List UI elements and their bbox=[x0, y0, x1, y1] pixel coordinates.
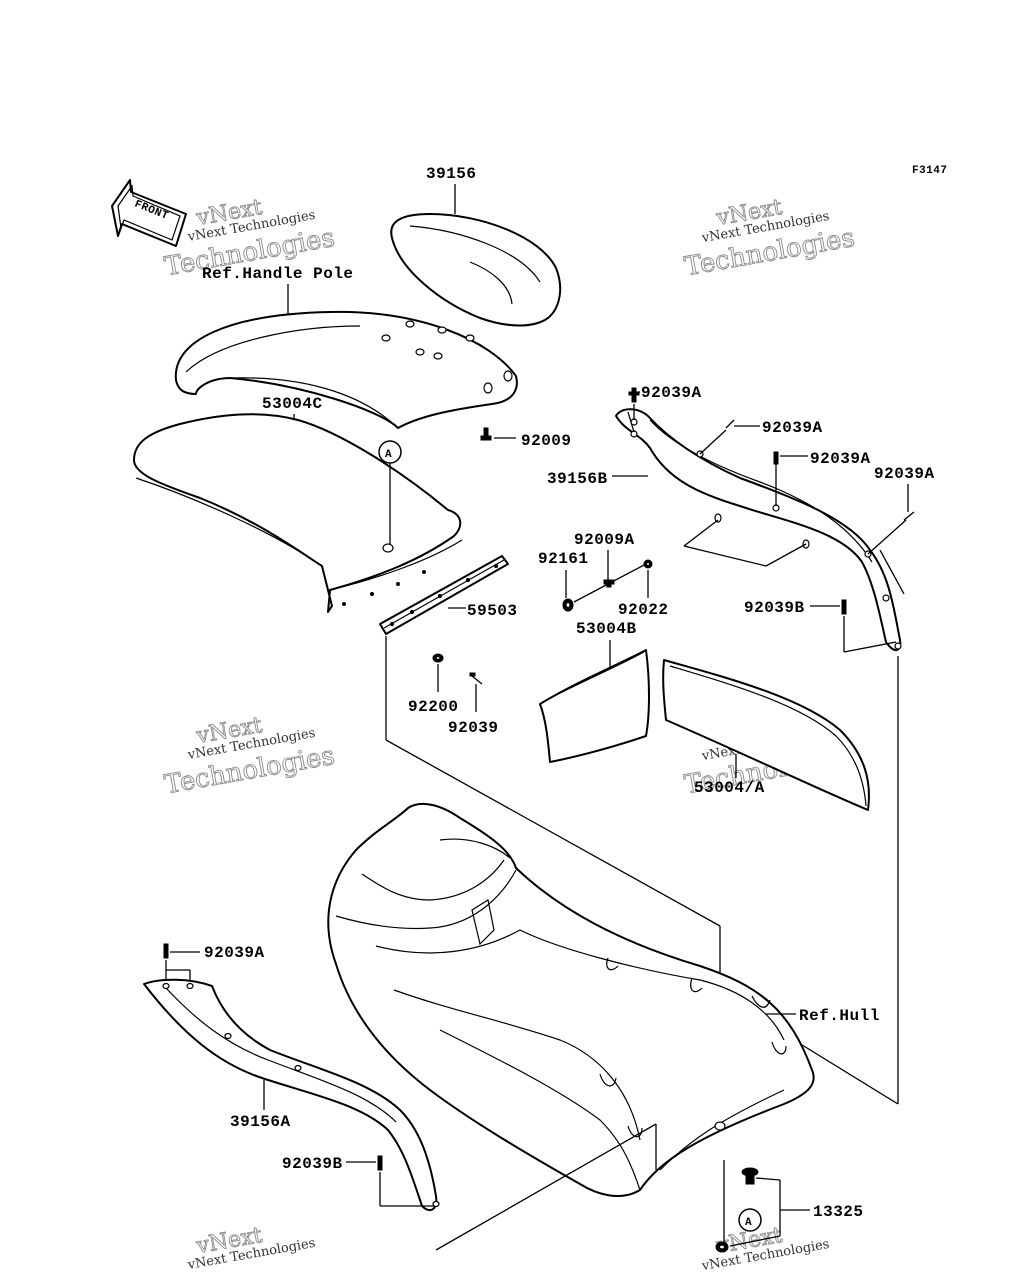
leader-hardware-axis bbox=[573, 563, 647, 603]
rail-39156A bbox=[143, 978, 440, 1212]
rivet-92039A-3-icon bbox=[773, 451, 779, 465]
watermark-top-right: vNext vNext Technologies Technologies bbox=[682, 195, 858, 283]
leader-92039A-4b bbox=[867, 519, 907, 555]
label-92039A-5: 92039A bbox=[204, 944, 265, 962]
leader-rail-bracket-a bbox=[683, 545, 767, 567]
leader-92039B-1c bbox=[843, 641, 897, 653]
label-92009: 92009 bbox=[521, 432, 572, 450]
svg-text:A: A bbox=[745, 1217, 752, 1229]
label-92200: 92200 bbox=[408, 698, 459, 716]
washer-92200-icon bbox=[432, 653, 444, 663]
label-92039B-2: 92039B bbox=[282, 1155, 343, 1173]
label-53004C: 53004C bbox=[262, 395, 323, 413]
leader-92039A-2b bbox=[699, 429, 727, 455]
label-53004A: 53004/A bbox=[694, 779, 765, 797]
washer-92022-icon bbox=[643, 559, 653, 569]
rail-39156B bbox=[615, 408, 902, 651]
mat-53004B bbox=[539, 649, 650, 763]
label-92039A-3: 92039A bbox=[810, 450, 871, 468]
leader-rail-bracket-c bbox=[765, 543, 807, 567]
mat-53004C bbox=[133, 413, 463, 613]
marker-a-bottom: A bbox=[738, 1208, 762, 1232]
leader-92039A-1c bbox=[627, 411, 635, 433]
leader-92039A-4c bbox=[879, 549, 905, 595]
leader-13325-c bbox=[729, 1235, 781, 1247]
leader-13325-a bbox=[755, 1177, 781, 1181]
figure-code: F3147 bbox=[912, 165, 948, 177]
rivet-92039A-4-icon bbox=[903, 511, 915, 521]
rivet-92039A-5-icon bbox=[163, 943, 169, 959]
nut-92161-icon bbox=[562, 598, 574, 612]
handle-pole-cover bbox=[174, 310, 518, 429]
watermark-mid-left: vNext vNext Technologies Technologies bbox=[162, 713, 338, 801]
screw-92009-icon bbox=[480, 427, 492, 441]
label-39156A: 39156A bbox=[230, 1113, 291, 1131]
part-39156-pad bbox=[390, 213, 562, 327]
hull bbox=[327, 802, 815, 1197]
label-92039A-1: 92039A bbox=[641, 384, 702, 402]
leader-strip-diagonal bbox=[385, 739, 721, 927]
label-92009A: 92009A bbox=[574, 531, 635, 549]
label-92039: 92039 bbox=[448, 719, 499, 737]
label-39156: 39156 bbox=[426, 165, 477, 183]
leader-left-rail-to-hull bbox=[435, 1123, 657, 1251]
label-92022: 92022 bbox=[618, 601, 669, 619]
label-92039A-4: 92039A bbox=[874, 465, 935, 483]
label-59503: 59503 bbox=[467, 602, 518, 620]
mat-53004A bbox=[662, 659, 870, 811]
label-92161: 92161 bbox=[538, 550, 589, 568]
rivet-92039B-2-icon bbox=[377, 1155, 383, 1171]
strip-59503 bbox=[379, 555, 509, 635]
leader-right-rail-to-hull bbox=[793, 1039, 899, 1105]
label-39156B: 39156B bbox=[547, 470, 608, 488]
rivet-92039B-1-icon bbox=[841, 599, 847, 615]
label-ref-hull: Ref.Hull bbox=[799, 1007, 880, 1025]
label-92039B-1: 92039B bbox=[744, 599, 805, 617]
rivet-92039-icon bbox=[469, 672, 483, 685]
leader-rail-bracket-b bbox=[683, 519, 719, 547]
front-arrow-icon: FRONT bbox=[111, 179, 187, 247]
marker-a-top: A bbox=[378, 440, 402, 544]
rivet-92039A-2-icon bbox=[725, 419, 735, 429]
rivet-92039A-1-icon bbox=[628, 387, 640, 403]
watermark-bottom-left: vNext vNext Technologies bbox=[186, 1223, 317, 1274]
label-13325: 13325 bbox=[813, 1203, 864, 1221]
svg-text:A: A bbox=[385, 449, 392, 461]
label-ref-handle-pole: Ref.Handle Pole bbox=[202, 265, 354, 283]
bolt-13325-icon bbox=[715, 1167, 759, 1253]
label-92039A-2: 92039A bbox=[762, 419, 823, 437]
label-53004B: 53004B bbox=[576, 620, 637, 638]
